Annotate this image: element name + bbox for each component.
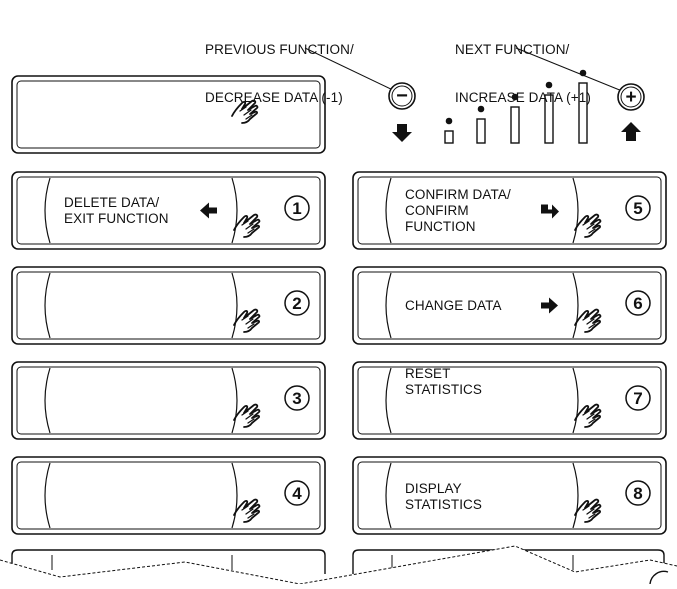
button-label-line: DELETE DATA/ [64, 194, 160, 210]
button-number-circle [625, 195, 651, 221]
plus-symbol: + [625, 87, 636, 108]
button-number: 6 [633, 294, 642, 313]
function-button-8[interactable]: 8 [352, 456, 667, 535]
next-function-label: NEXT FUNCTION/ INCREASE DATA (+1) [455, 10, 591, 138]
button-number-circle [284, 480, 310, 506]
previous-callout-leader [304, 47, 398, 93]
button-number: 4 [292, 484, 302, 503]
level-bar-4 [544, 81, 554, 144]
function-button-6[interactable]: 6 [352, 266, 667, 345]
minus-key[interactable]: − [388, 82, 416, 110]
button-number: 2 [292, 294, 301, 313]
enter-arrow-icon [541, 204, 559, 219]
button-label-line: RESET [405, 366, 451, 381]
button-6-label: CHANGE DATA [405, 298, 502, 314]
up-arrow-icon [621, 122, 641, 141]
left-arrow-icon [200, 202, 217, 219]
button-number: 5 [633, 199, 642, 218]
button-number-circle [284, 385, 310, 411]
button-label-line: EXIT FUNCTION [64, 210, 169, 226]
button-label-line: CONFIRM DATA/ [405, 186, 511, 202]
button-grid: 1 2 3 4 5 6 7 8 [11, 171, 667, 535]
next-label-line2: INCREASE DATA (+1) [455, 90, 591, 105]
button-number-circle [625, 385, 651, 411]
function-button-7[interactable]: 7 [352, 361, 667, 440]
previous-label-line2: DECREASE DATA (-1) [205, 90, 343, 105]
button-label-line: STATISTICS [405, 497, 483, 512]
button-1-label: DELETE DATA/EXIT FUNCTION [64, 195, 169, 227]
next-label-line1: NEXT FUNCTION/ [455, 42, 570, 57]
down-arrow-icon [392, 124, 412, 142]
function-button-1[interactable]: 1 [11, 171, 326, 250]
display-window [11, 75, 326, 154]
level-bar-1 [444, 117, 454, 144]
button-number-circle [284, 290, 310, 316]
function-button-3[interactable]: 3 [11, 361, 326, 440]
button-number: 8 [633, 484, 642, 503]
previous-label-line1: PREVIOUS FUNCTION/ [205, 42, 354, 57]
button-number: 1 [292, 199, 301, 218]
button-label-line: CONFIRM [405, 202, 469, 218]
button-label-line: DISPLAY [405, 481, 462, 496]
function-button-5[interactable]: 5 [352, 171, 667, 250]
function-button-4[interactable]: 4 [11, 456, 326, 535]
level-bar-5 [578, 69, 588, 144]
level-bar-3 [510, 93, 520, 144]
button-label-line: STATISTICS [405, 382, 483, 397]
button-number: 3 [292, 389, 301, 408]
level-indicator [444, 69, 588, 144]
minus-symbol: − [396, 85, 408, 107]
button-number-circle [284, 195, 310, 221]
right-arrow-icon [541, 297, 558, 314]
button-number: 7 [633, 389, 642, 408]
button-label-line: CHANGE DATA [405, 297, 502, 313]
next-callout-leader [515, 47, 628, 94]
button-label-line: FUNCTION [405, 218, 476, 234]
level-bar-2 [476, 105, 486, 144]
plus-key[interactable]: + [617, 83, 645, 111]
previous-function-label: PREVIOUS FUNCTION/ DECREASE DATA (-1) [205, 10, 354, 138]
torn-edge [0, 545, 677, 585]
button-number-circle [625, 480, 651, 506]
function-button-2[interactable]: 2 [11, 266, 326, 345]
button-number-circle [625, 290, 651, 316]
